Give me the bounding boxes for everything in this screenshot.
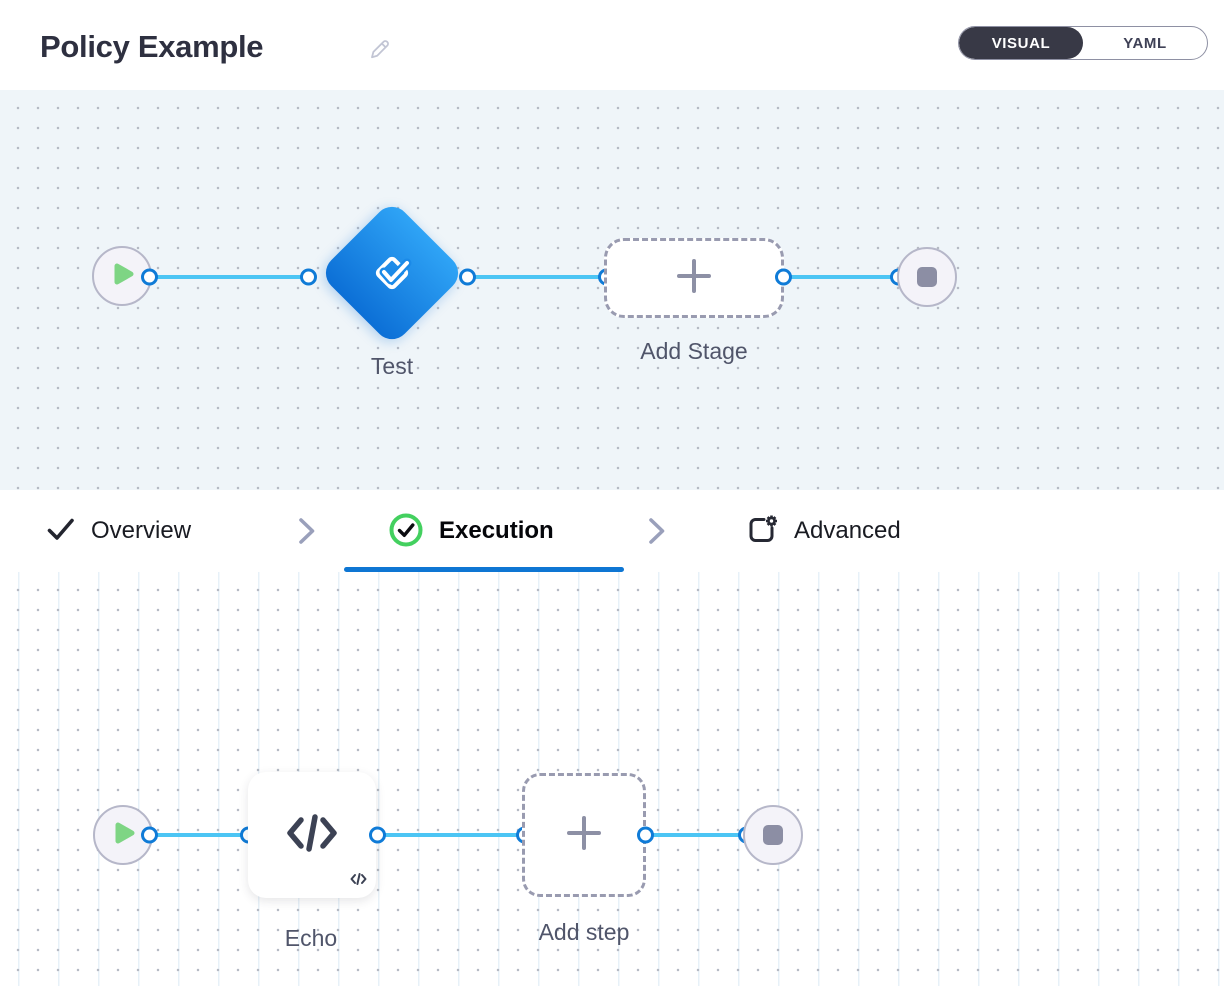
check-icon [46, 517, 76, 546]
code-icon [284, 809, 340, 862]
toggle-yaml-button[interactable]: YAML [1083, 27, 1207, 59]
plus-icon [674, 256, 714, 301]
add-step-button[interactable] [522, 773, 646, 897]
toggle-visual-button[interactable]: VISUAL [959, 27, 1083, 59]
add-stage-button[interactable] [604, 238, 784, 318]
stage-config-tabs: Overview Execution [0, 490, 1224, 572]
step-label: Echo [284, 925, 338, 951]
stage-node-test[interactable] [318, 199, 466, 347]
visual-yaml-toggle: VISUAL YAML [958, 26, 1208, 60]
connector [646, 833, 746, 837]
stage-canvas[interactable]: Test Add Stage [0, 90, 1224, 490]
connector [150, 275, 308, 279]
connector [468, 275, 606, 279]
stop-icon [763, 825, 783, 845]
pencil-icon [367, 40, 391, 65]
execution-step-canvas[interactable]: Echo Add step [0, 572, 1224, 986]
execution-end-node[interactable] [743, 805, 803, 865]
step-node-echo[interactable] [248, 772, 376, 898]
execution-start-node[interactable] [93, 805, 153, 865]
pipeline-end-node[interactable] [897, 247, 957, 307]
code-badge-icon [350, 872, 367, 891]
tab-execution[interactable]: Execution [388, 512, 554, 550]
gear-glyph [766, 515, 777, 526]
connector [150, 833, 248, 837]
tab-advanced[interactable]: Advanced [745, 512, 901, 550]
active-tab-underline [344, 567, 624, 572]
stop-icon [917, 267, 937, 287]
chevron-right-icon [297, 516, 317, 551]
stage-label: Test [370, 353, 414, 379]
play-icon [107, 817, 139, 854]
plus-icon [564, 813, 604, 858]
tab-label: Advanced [794, 517, 901, 544]
header: Policy Example VISUAL YAML [0, 0, 1224, 90]
connector [784, 275, 898, 279]
play-icon [106, 258, 138, 295]
page-title: Policy Example [40, 29, 264, 64]
connector [378, 833, 524, 837]
add-step-label: Add step [538, 919, 630, 945]
edit-title-button[interactable] [366, 38, 392, 64]
tab-label: Overview [91, 517, 192, 544]
add-stage-label: Add Stage [640, 338, 748, 364]
chevron-right-icon [647, 516, 667, 551]
tab-label: Execution [439, 517, 554, 544]
settings-box-icon [745, 513, 779, 550]
check-circle-icon [388, 512, 424, 551]
tab-overview[interactable]: Overview [46, 512, 191, 550]
